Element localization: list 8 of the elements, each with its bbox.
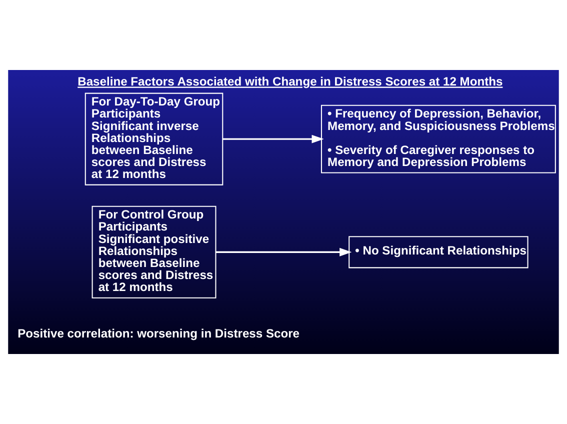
label: Positive correlation: worsening in Distress Score bbox=[18, 326, 300, 340]
node-box: • No Significant Relationships bbox=[348, 236, 528, 268]
node-box: For Control Group Participants Significant positive Relationships between Baseline scores and Distress at 12 months bbox=[92, 206, 216, 298]
arrow bbox=[216, 248, 352, 256]
node-box: • Frequency of Depression, Behavior, Memory, and Suspiciousness Problems • Severity of Caregiver responses to Memory and Depression Problems bbox=[320, 104, 556, 174]
node-box: For Day-To-Day Group Participants Significant inverse Relationships between Baseline scores and Distress at 12 months bbox=[84, 92, 224, 186]
diagram-title: Baseline Factors Associated with Change in Distress Scores at 12 Months bbox=[78, 74, 503, 89]
arrow bbox=[222, 134, 324, 144]
